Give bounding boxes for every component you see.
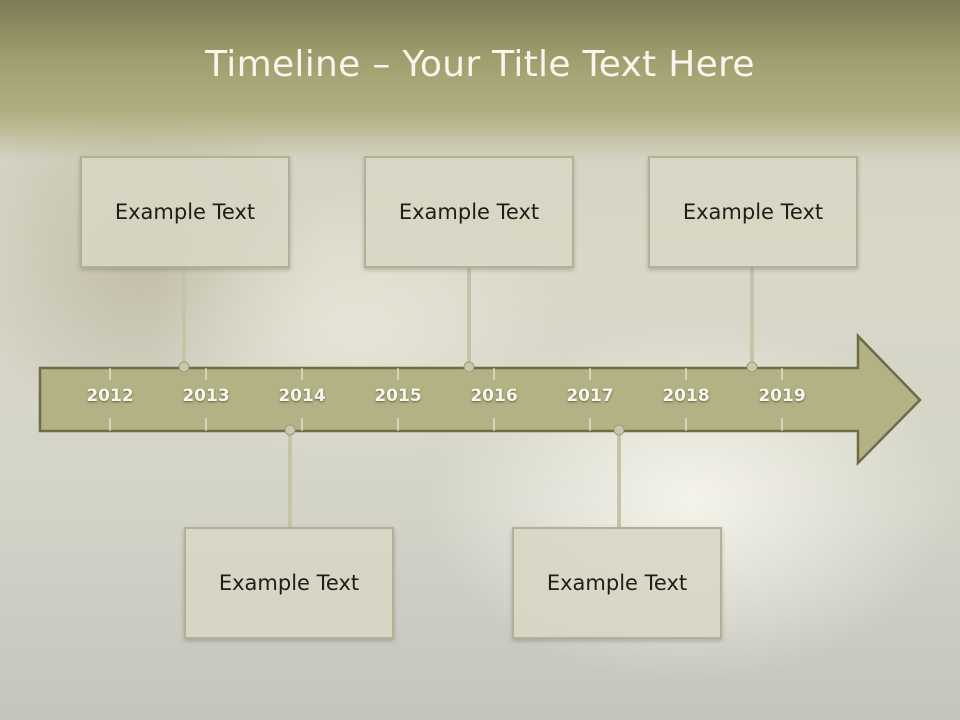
event-text: Example Text — [546, 571, 688, 595]
title-band — [0, 0, 960, 160]
year-label-2012: 2012 — [86, 386, 134, 406]
event-text: Example Text — [114, 200, 256, 224]
event-box-bottom-1: Example Text — [184, 527, 394, 639]
event-box-bottom-2: Example Text — [512, 527, 722, 639]
year-label-2016: 2016 — [470, 386, 518, 406]
timeline-arrow — [38, 332, 922, 467]
year-label-2015: 2015 — [374, 386, 422, 406]
connector-dot-top-1 — [178, 361, 190, 373]
event-box-top-2: Example Text — [364, 156, 574, 268]
event-text: Example Text — [682, 200, 824, 224]
event-text: Example Text — [398, 200, 540, 224]
connector-dot-top-3 — [746, 361, 758, 373]
event-text: Example Text — [218, 571, 360, 595]
year-label-2019: 2019 — [758, 386, 806, 406]
event-box-top-3: Example Text — [648, 156, 858, 268]
year-label-2014: 2014 — [278, 386, 326, 406]
year-label-2018: 2018 — [662, 386, 710, 406]
slide-title: Timeline – Your Title Text Here — [205, 44, 755, 85]
connector-dot-bottom-1 — [284, 424, 296, 436]
year-label-2013: 2013 — [182, 386, 230, 406]
connector-dot-top-2 — [463, 361, 475, 373]
year-label-2017: 2017 — [566, 386, 614, 406]
connector-dot-bottom-2 — [613, 424, 625, 436]
event-box-top-1: Example Text — [80, 156, 290, 268]
